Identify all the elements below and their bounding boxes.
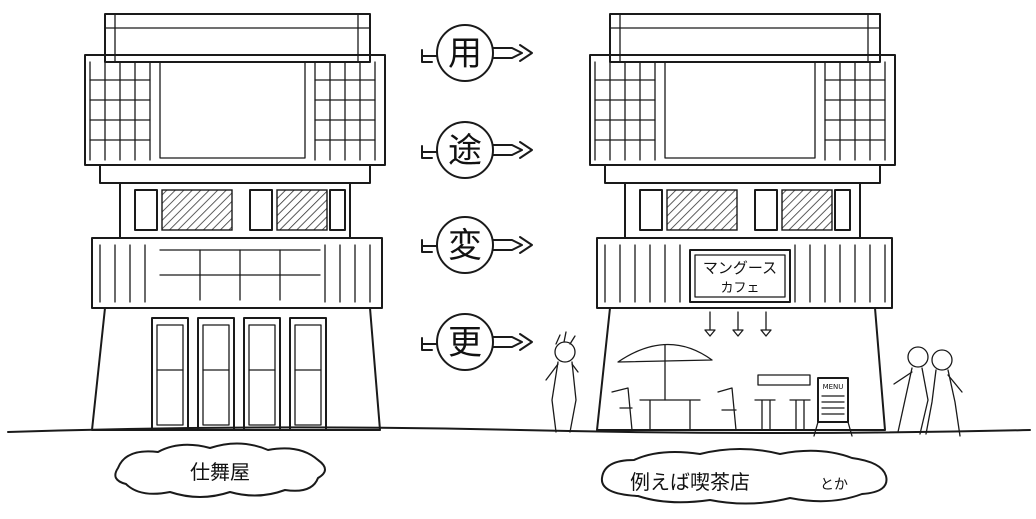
cafe-sign: マングース カフェ <box>689 249 791 303</box>
step-label-4: 更 <box>448 323 482 363</box>
use-change-steps: 用 途 変 更 <box>421 24 533 371</box>
machiya-building <box>84 13 386 431</box>
menu-board: MENU <box>813 377 853 437</box>
parasol <box>611 343 737 431</box>
step-char-3: 変 <box>421 216 533 274</box>
cafe-sign-line2: カフェ <box>720 281 759 296</box>
right-label-cloud: 例えば喫茶店 とか <box>600 448 888 505</box>
walking-people <box>893 346 963 437</box>
right-label: 例えば喫茶店 <box>630 470 750 494</box>
step-label-3: 変 <box>448 226 482 266</box>
pedestrian-figure <box>545 331 579 433</box>
step-char-1: 用 <box>421 24 533 82</box>
right-label-suffix: とか <box>820 477 848 493</box>
left-label-cloud: 仕舞屋 <box>114 442 326 498</box>
step-char-2: 途 <box>421 121 533 179</box>
left-label: 仕舞屋 <box>190 460 250 484</box>
step-char-4: 更 <box>421 313 533 371</box>
ground-line <box>7 426 1031 434</box>
cafe-building: マングース カフェ MENU <box>589 13 896 437</box>
menu-board-title: MENU <box>823 383 844 391</box>
cafe-sign-line1: マングース <box>703 259 777 277</box>
step-label-2: 途 <box>448 131 482 171</box>
step-label-1: 用 <box>448 34 482 74</box>
